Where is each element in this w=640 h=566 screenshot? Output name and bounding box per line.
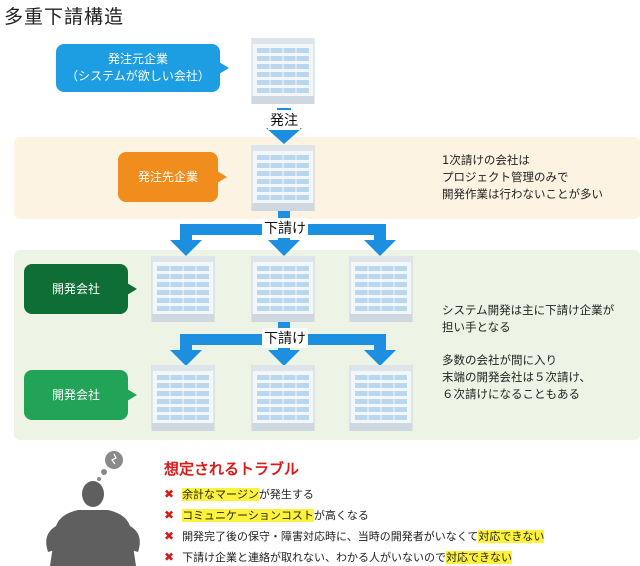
client-company-desc: （システムが欲しい会社） xyxy=(66,69,210,83)
subcontract-2-label: 下請け xyxy=(262,328,308,348)
developer-1-bubble: 開発会社 xyxy=(24,264,137,314)
developer-2a-building-icon xyxy=(150,365,216,431)
cross-icon: ✖ xyxy=(164,550,175,564)
trouble-item: ✖コミュニケーションコストが高くなる xyxy=(164,508,369,522)
order-arrow-label: 発注 xyxy=(268,110,300,130)
developer-note-2: 多数の会社が間に入り 末端の開発会社は５次請け、 ６次請けになることもある xyxy=(442,353,591,401)
worried-person-icon xyxy=(46,451,140,566)
trouble-item: ✖余計なマージンが発生する xyxy=(164,487,314,501)
client-building-icon xyxy=(250,38,316,104)
primary-contractor-bubble: 発注先企業 xyxy=(118,152,227,202)
trouble-item: ✖開発完了後の保守・障害対応時に、当時の開発者がいなくて対応できない xyxy=(164,529,545,543)
developer-1c-building-icon xyxy=(348,256,414,322)
client-company-name: 発注元企業 xyxy=(107,52,168,66)
developer-1-name: 開発会社 xyxy=(51,281,100,296)
primary-contractor-name: 発注先企業 xyxy=(137,169,198,184)
primary-contractor-note: 1次請けの会社は プロジェクト管理のみで 開発作業は行わないことが多い xyxy=(442,153,603,201)
trouble-item: ✖下請け企業と連絡が取れない、わかる人がいないので対応できない xyxy=(164,550,513,564)
cross-icon: ✖ xyxy=(164,487,175,501)
developer-2b-building-icon xyxy=(250,365,316,431)
order-arrow-head xyxy=(266,128,302,144)
developer-1b-building-icon xyxy=(250,256,316,322)
client-company-bubble: 発注元企業 （システムが欲しい会社） xyxy=(56,44,229,92)
subcontract-1-label: 下請け xyxy=(262,218,308,238)
developer-1a-building-icon xyxy=(150,256,216,322)
primary-contractor-building-icon xyxy=(250,145,316,211)
developer-note-1: システム開発は主に下請け企業が 担い手となる xyxy=(442,303,615,334)
developer-2-bubble: 開発会社 xyxy=(24,370,137,420)
developer-2c-building-icon xyxy=(348,365,414,431)
developer-2-name: 開発会社 xyxy=(51,387,100,402)
page-title: 多重下請構造 xyxy=(4,6,125,28)
cross-icon: ✖ xyxy=(164,529,175,543)
troubles-title: 想定されるトラブル xyxy=(164,460,300,478)
cross-icon: ✖ xyxy=(164,508,175,522)
